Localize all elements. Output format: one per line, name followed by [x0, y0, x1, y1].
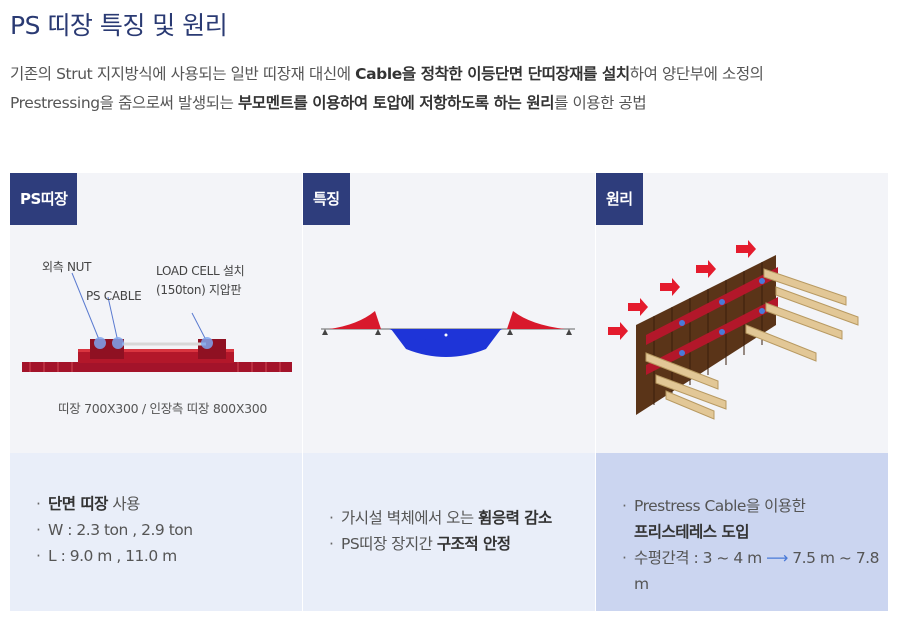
waler-spec-caption: 띠장 700X300 / 인장측 띠장 800X300: [58, 401, 268, 416]
label-outer-nut: 외측 NUT: [42, 260, 92, 274]
ps-waler-diagram: [22, 272, 292, 372]
bullet-item: L : 9.0 m , 11.0 m: [36, 543, 296, 569]
principle-3d-diagram: [608, 240, 859, 420]
card-figure-area: PS띠장: [10, 173, 302, 453]
card-figure-area: 원리: [596, 173, 888, 453]
bullet-item: W : 2.3 ton , 2.9 ton: [36, 517, 296, 543]
arrow-right-icon: ⟶: [766, 549, 788, 567]
card-tag: PS띠장: [10, 173, 78, 225]
bullet-item: PS띠장 장지간 구조적 안정: [329, 531, 589, 557]
bullet-item: 가시설 벽체에서 오는 휨응력 감소: [329, 505, 589, 531]
card-tag: 특징: [303, 173, 350, 225]
card-figure-area: 특징: [303, 173, 595, 453]
label-ps-cable: PS CABLE: [86, 289, 142, 303]
card-ps-waler: PS띠장: [10, 173, 302, 611]
card-bullets-area: 가시설 벽체에서 오는 휨응력 감소 PS띠장 장지간 구조적 안정: [303, 453, 595, 611]
moment-diagram: [321, 311, 575, 357]
bullet-list: 단면 띠장 사용 W : 2.3 ton , 2.9 ton L : 9.0 m…: [36, 491, 296, 569]
description: 기존의 Strut 지지방식에 사용되는 일반 띠장재 대신에 Cable을 정…: [10, 60, 890, 118]
bullet-list: 가시설 벽체에서 오는 휨응력 감소 PS띠장 장지간 구조적 안정: [329, 505, 589, 557]
page-title: PS 띠장 특징 및 원리: [10, 11, 228, 40]
card-principle: 원리: [596, 173, 888, 611]
bullet-item: 단면 띠장 사용: [36, 491, 296, 517]
description-line-2: Prestressing을 줌으로써 발생되는 부모멘트를 이용하여 토압에 저…: [10, 94, 647, 112]
card-tag: 원리: [596, 173, 643, 225]
card-bullets-area: 단면 띠장 사용 W : 2.3 ton , 2.9 ton L : 9.0 m…: [10, 453, 302, 611]
bullet-item: Prestress Cable을 이용한: [622, 493, 882, 519]
bullet-list: Prestress Cable을 이용한 프리스테레스 도입 수평간격 : 3 …: [622, 493, 882, 597]
label-load-cell-2: (150ton) 지압판: [156, 283, 242, 297]
feature-cards: PS띠장: [10, 173, 888, 611]
description-line-1: 기존의 Strut 지지방식에 사용되는 일반 띠장재 대신에 Cable을 정…: [10, 65, 764, 83]
label-load-cell-1: LOAD CELL 설치: [156, 264, 245, 278]
card-features: 특징 가시설 벽체에서 오는 휨응력 감소 PS띠장: [303, 173, 595, 611]
bullet-item-continued: 프리스테레스 도입: [634, 523, 749, 541]
card-bullets-area: Prestress Cable을 이용한 프리스테레스 도입 수평간격 : 3 …: [596, 453, 888, 611]
bullet-item: 수평간격 : 3 ~ 4 m ⟶ 7.5 m ~ 7.8 m: [622, 545, 882, 597]
